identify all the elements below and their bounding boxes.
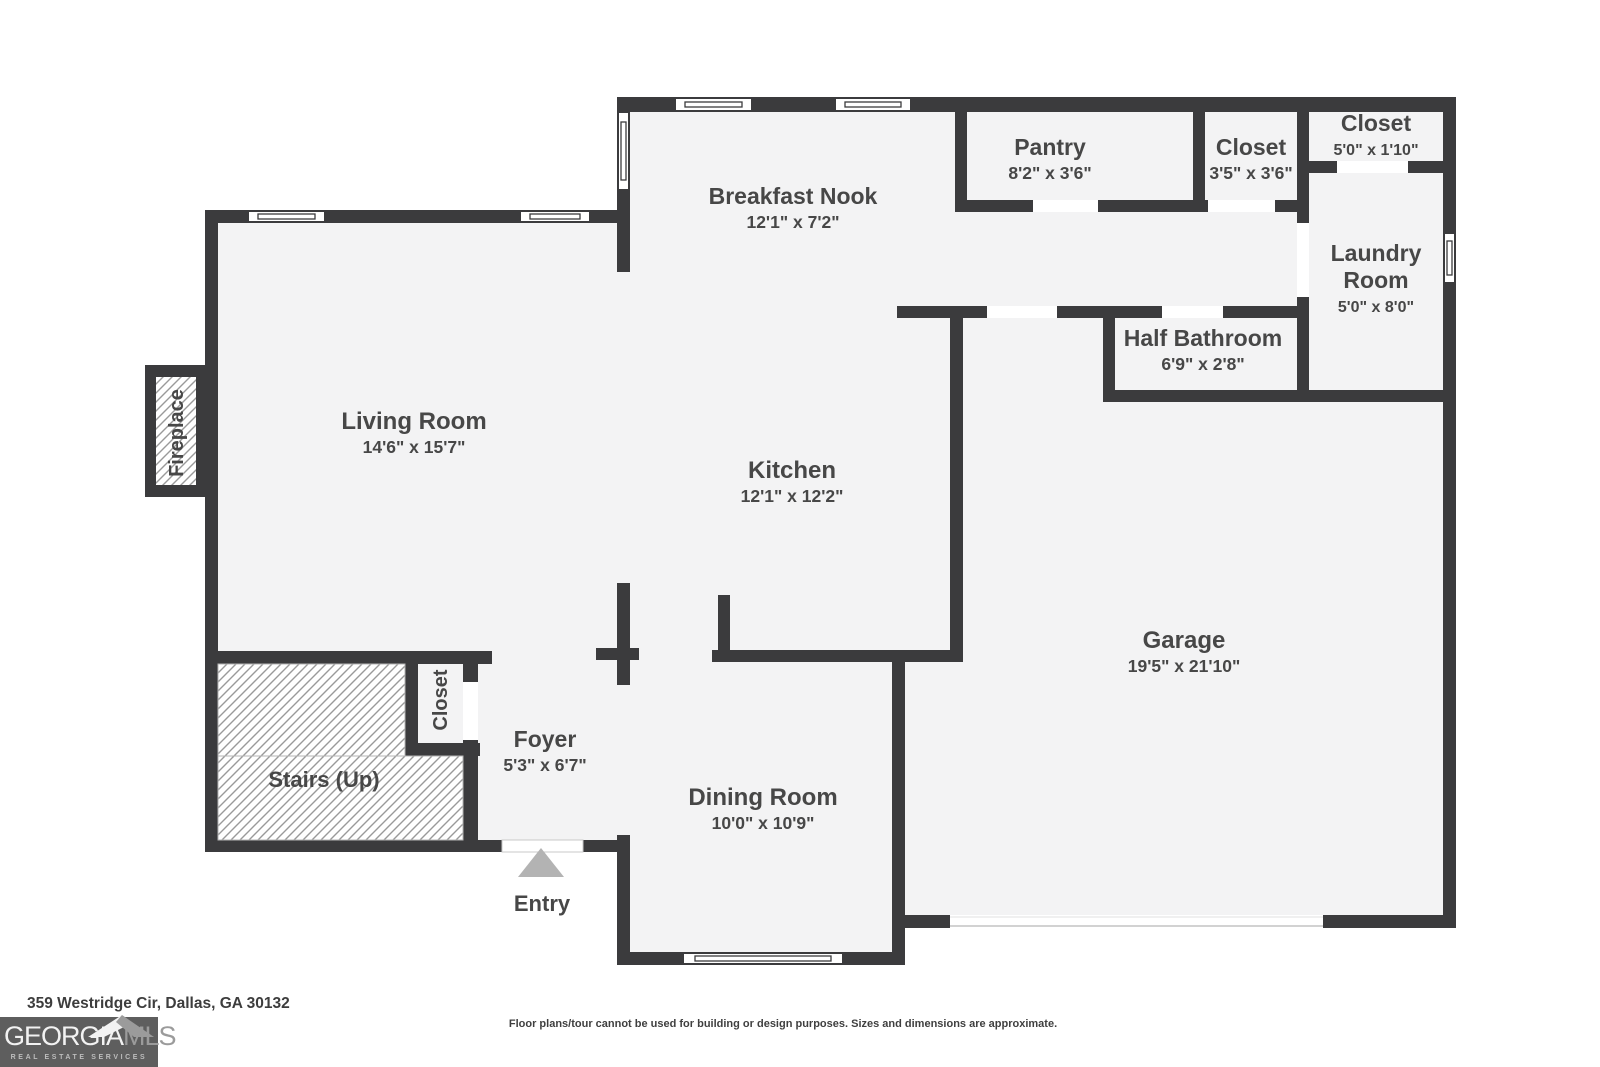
- windows: [247, 97, 1456, 965]
- foyer-closet-label: Closet: [430, 669, 452, 730]
- room-dims-foyer: 5'3" x 6'7": [503, 755, 586, 775]
- room-label-breakfast-nook: Breakfast Nook: [709, 183, 878, 209]
- entry-label: Entry: [514, 891, 571, 916]
- room-label-dining-room: Dining Room: [688, 784, 837, 811]
- room-dims-half-bathroom: 6'9" x 2'8": [1161, 354, 1244, 374]
- logo-tagline: REAL ESTATE SERVICES: [10, 1054, 148, 1061]
- room-label-closet-corner: Closet: [1341, 110, 1412, 136]
- room-label-laundry-line1: Laundry: [1331, 240, 1422, 266]
- logo-text-georgia: GEORGIA: [4, 1021, 124, 1051]
- stairs-label: Stairs (Up): [268, 767, 379, 792]
- fireplace-label: Fireplace: [166, 389, 188, 477]
- room-dims-dining-room: 10'0" x 10'9": [712, 813, 815, 833]
- room-labels: Breakfast Nook 12'1" x 7'2" Pantry 8'2" …: [166, 110, 1422, 916]
- room-dims-laundry: 5'0" x 8'0": [1338, 299, 1414, 316]
- room-label-pantry: Pantry: [1014, 134, 1086, 160]
- fireplace: [145, 365, 207, 497]
- georgia-mls-logo: GEORGIAMLS REAL ESTATE SERVICES: [0, 1015, 177, 1067]
- room-dims-pantry: 8'2" x 3'6": [1008, 163, 1091, 183]
- property-address: 359 Westridge Cir, Dallas, GA 30132: [27, 995, 290, 1012]
- room-label-foyer: Foyer: [514, 726, 577, 752]
- stairs-hatch: [217, 663, 464, 841]
- room-dims-kitchen: 12'1" x 12'2": [741, 486, 844, 506]
- window-icon: [1443, 232, 1456, 284]
- room-label-living-room: Living Room: [341, 408, 486, 435]
- window-icon: [674, 97, 753, 112]
- window-icon: [519, 210, 591, 223]
- room-dims-garage: 19'5" x 21'10": [1128, 656, 1241, 676]
- room-label-kitchen: Kitchen: [748, 457, 836, 484]
- logo-text-mls: MLS: [123, 1021, 177, 1051]
- room-label-laundry-line2: Room: [1343, 267, 1408, 293]
- roof-icon: [88, 1015, 154, 1037]
- room-dims-closet-hall: 3'5" x 3'6": [1209, 163, 1292, 183]
- door-openings: [463, 161, 1408, 928]
- room-label-half-bathroom: Half Bathroom: [1124, 325, 1282, 351]
- window-icon: [834, 97, 912, 112]
- room-label-closet-hall: Closet: [1216, 134, 1287, 160]
- room-dims-closet-corner: 5'0" x 1'10": [1333, 142, 1418, 159]
- room-dims-living-room: 14'6" x 15'7": [363, 437, 466, 457]
- window-icon: [617, 111, 630, 191]
- entry-arrow-icon: [518, 848, 564, 877]
- window-icon: [682, 952, 844, 965]
- room-label-garage: Garage: [1143, 627, 1226, 654]
- window-icon: [247, 210, 326, 223]
- disclaimer-text: Floor plans/tour cannot be used for buil…: [508, 1018, 1058, 1030]
- room-dims-breakfast-nook: 12'1" x 7'2": [746, 212, 839, 232]
